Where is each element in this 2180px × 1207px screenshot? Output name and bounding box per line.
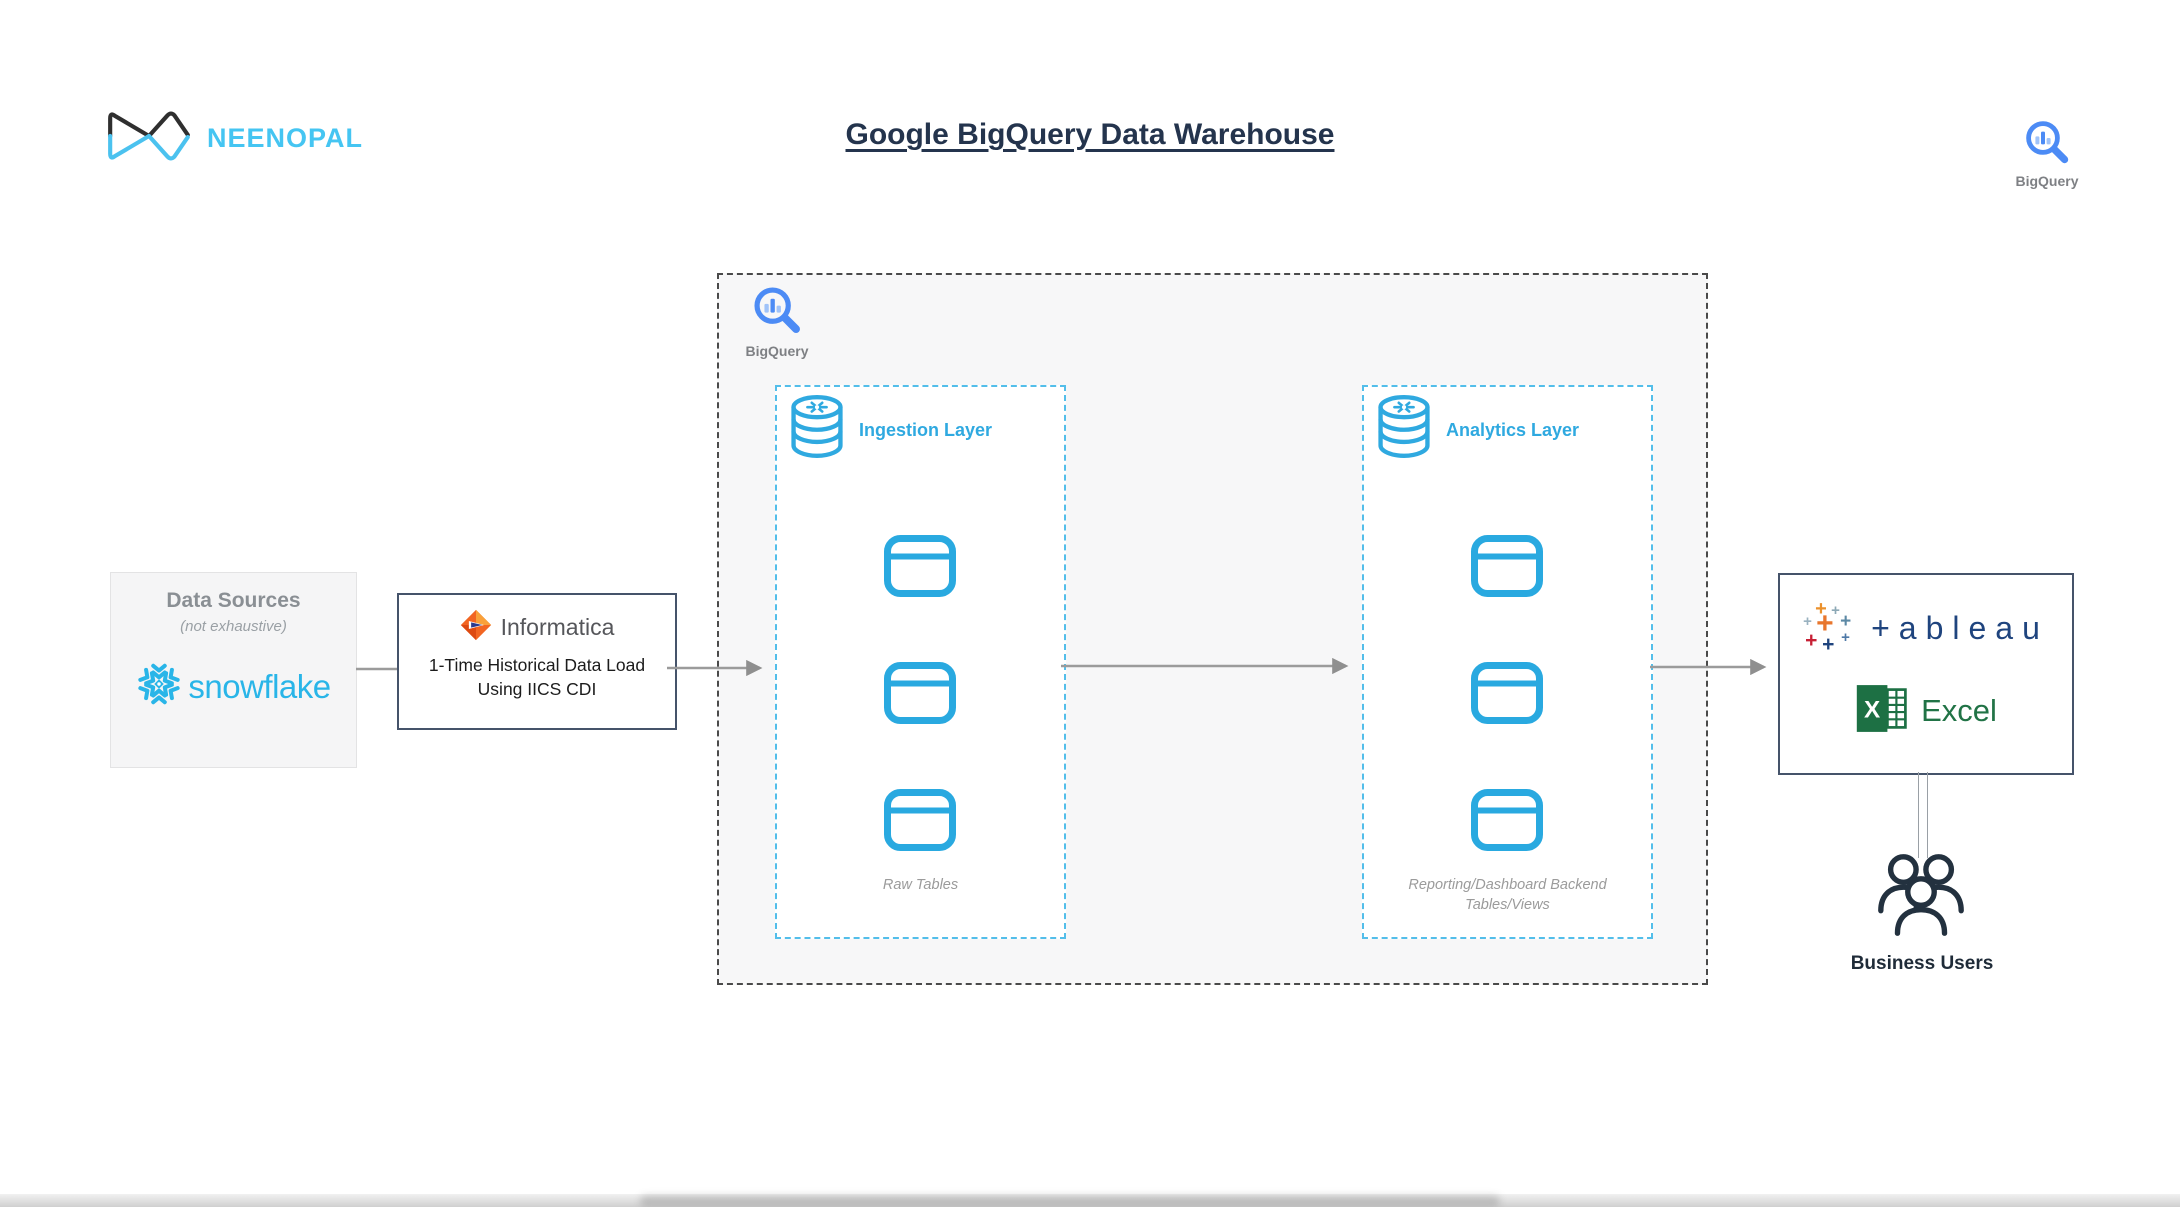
excel-wordmark: Excel xyxy=(1921,693,1997,728)
database-icon xyxy=(789,395,845,466)
svg-text:X: X xyxy=(1864,697,1880,724)
etl-description-line2: Using IICS CDI xyxy=(477,678,597,699)
brand-name: NEENOPAL xyxy=(207,123,364,153)
analytics-layer-label: Analytics Layer xyxy=(1446,420,1580,440)
bigquery-badge-label: BigQuery xyxy=(745,343,809,359)
bottom-edge-shadow xyxy=(640,1196,1500,1207)
bottom-edge-band xyxy=(0,1194,2180,1207)
bigquery-badge-top-right: BigQuery xyxy=(2012,118,2082,189)
users-connector-line xyxy=(1918,772,1928,858)
business-users-label: Business Users xyxy=(1850,953,1994,974)
data-sources-subtitle: (not exhaustive) xyxy=(180,618,287,635)
excel-logo: X Excel xyxy=(1780,685,2072,737)
tableau-wordmark: +ableau xyxy=(1871,609,2049,646)
analytics-layer-caption: Reporting/Dashboard Backend Tables/Views xyxy=(1408,877,1607,914)
table-icon xyxy=(1470,534,1544,598)
table-icon xyxy=(1470,788,1544,852)
consumption-box: + + + + + + + + +ableau xyxy=(1778,573,2074,775)
snowflake-wordmark: snowflake xyxy=(188,667,331,705)
bigquery-warehouse-box: BigQuery xyxy=(717,273,1708,985)
tableau-logo: + + + + + + + + +ableau xyxy=(1780,598,2072,656)
informatica-wordmark: Informatica xyxy=(500,614,615,640)
bigquery-badge-inner: BigQuery xyxy=(742,284,812,359)
business-users-icon xyxy=(1872,845,1970,945)
neenopal-logo: NEENOPAL xyxy=(105,108,363,169)
ingestion-layer-label: Ingestion Layer xyxy=(859,420,993,440)
data-sources-title: Data Sources xyxy=(166,589,301,612)
table-icon xyxy=(883,661,957,725)
table-icon xyxy=(883,788,957,852)
table-icon xyxy=(883,534,957,598)
etl-description-line1: 1-Time Historical Data Load xyxy=(428,655,646,675)
tableau-icon: + + + + + + + + xyxy=(1803,598,1852,656)
snowflake-icon xyxy=(136,661,182,712)
bigquery-icon xyxy=(751,284,803,341)
informatica-box: Informatica 1-Time Historical Data Load … xyxy=(397,593,677,730)
table-icon xyxy=(1470,661,1544,725)
bigquery-badge-label: BigQuery xyxy=(2015,173,2079,189)
informatica-logo: Informatica xyxy=(399,609,675,646)
page-title: Google BigQuery Data Warehouse xyxy=(845,118,1335,151)
neenopal-logo-icon xyxy=(105,108,193,169)
informatica-icon xyxy=(460,609,492,646)
snowflake-logo: snowflake xyxy=(111,661,356,712)
bigquery-icon xyxy=(2023,118,2071,171)
ingestion-layer-box: Ingestion Layer Raw Tables xyxy=(775,385,1066,939)
excel-icon: X xyxy=(1855,685,1909,737)
ingestion-layer-caption: Raw Tables xyxy=(882,877,959,893)
analytics-layer-box: Analytics Layer Reporting/Dashboard Back… xyxy=(1362,385,1653,939)
data-sources-box: Data Sources (not exhaustive) s xyxy=(110,572,357,768)
database-icon xyxy=(1376,395,1432,466)
